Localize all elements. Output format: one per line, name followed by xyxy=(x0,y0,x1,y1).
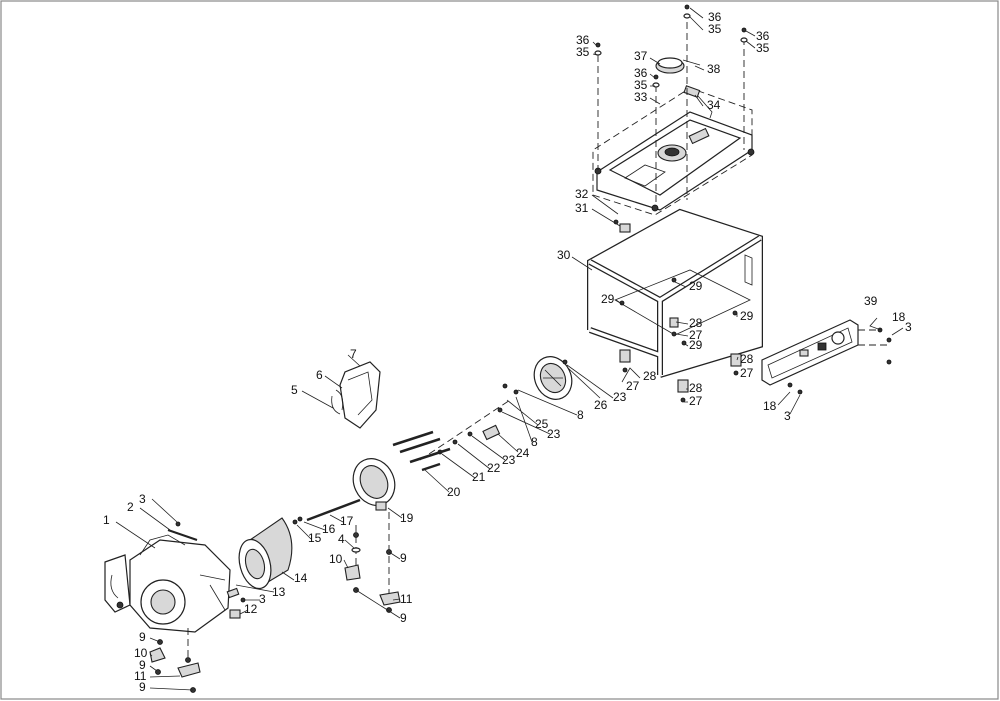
callout: 28 xyxy=(643,369,657,383)
callout: 10 xyxy=(329,552,343,566)
rotor xyxy=(238,516,303,590)
callout: 2 xyxy=(127,500,134,514)
callout: 6 xyxy=(316,368,323,382)
callout: 3 xyxy=(259,592,266,606)
end-cover xyxy=(533,356,573,400)
callout: 18 xyxy=(892,310,906,324)
callout: 7 xyxy=(350,347,357,361)
callout: 1 xyxy=(103,513,110,527)
fuel-gauge xyxy=(683,85,713,119)
callout: 29 xyxy=(601,292,615,306)
callout: 19 xyxy=(400,511,414,525)
callout: 29 xyxy=(740,309,754,323)
callout: 39 xyxy=(864,294,878,308)
callout: 23 xyxy=(502,453,516,467)
callout: 27 xyxy=(689,328,703,342)
callout: 9 xyxy=(139,680,146,694)
callout: 15 xyxy=(308,531,322,545)
callout: 9 xyxy=(400,611,407,625)
callout: 32 xyxy=(575,187,589,201)
callout: 12 xyxy=(244,602,258,616)
callout: 33 xyxy=(634,90,648,104)
callout: 31 xyxy=(575,201,589,215)
callout: 29 xyxy=(689,279,703,293)
callout: 21 xyxy=(472,470,486,484)
callout: 11 xyxy=(400,592,413,606)
callout: 38 xyxy=(707,62,721,76)
callout: 8 xyxy=(577,408,584,422)
callout: 34 xyxy=(707,98,721,112)
callout: 20 xyxy=(447,485,461,499)
callout: 26 xyxy=(594,398,608,412)
callout: 24 xyxy=(516,446,530,460)
callout: 36 xyxy=(708,10,722,24)
fan-cover xyxy=(331,361,381,429)
callout: 37 xyxy=(634,49,648,63)
callout: 25 xyxy=(535,417,549,431)
callout: 13 xyxy=(272,585,286,599)
callout: 9 xyxy=(139,658,146,672)
callout: 17 xyxy=(340,514,354,528)
callout: 29 xyxy=(689,338,703,352)
callout: 36 xyxy=(634,66,648,80)
strainer xyxy=(682,59,701,66)
fuel-tank xyxy=(592,87,755,216)
through-bolts xyxy=(392,430,451,472)
callout: 18 xyxy=(763,399,777,413)
fuel-cap xyxy=(655,57,685,74)
callout: 35 xyxy=(708,22,722,36)
callout: 23 xyxy=(613,390,627,404)
callout: 9 xyxy=(139,630,146,644)
engine xyxy=(104,521,231,633)
callout: 10 xyxy=(134,646,148,660)
callout: 36 xyxy=(756,29,770,43)
callout: 27 xyxy=(689,394,703,408)
callout: 4 xyxy=(338,532,345,546)
frame xyxy=(587,208,763,378)
callout: 27 xyxy=(626,379,640,393)
frame-mounts xyxy=(619,277,742,403)
callout: 28 xyxy=(689,316,703,330)
callout: 9 xyxy=(400,551,407,565)
leader-lines xyxy=(115,7,904,691)
stator-housing xyxy=(306,458,396,522)
callout: 28 xyxy=(689,381,703,395)
callout: 16 xyxy=(322,522,336,536)
callout: 3 xyxy=(139,492,146,506)
callout: 30 xyxy=(557,248,571,262)
brush-holder xyxy=(482,424,501,441)
callout: 22 xyxy=(487,461,501,475)
callout-labels: 36 35 36 35 36 35 37 38 36 35 33 34 32 3… xyxy=(103,10,912,694)
callout: 8 xyxy=(531,435,538,449)
callout: 35 xyxy=(634,78,648,92)
callout: 36 xyxy=(576,33,590,47)
callout: 23 xyxy=(547,427,561,441)
callout: 28 xyxy=(740,352,754,366)
callout: 35 xyxy=(756,41,770,55)
callout: 3 xyxy=(784,409,791,423)
callout: 35 xyxy=(576,45,590,59)
callout: 5 xyxy=(291,383,298,397)
callout: 11 xyxy=(134,669,147,683)
callout: 14 xyxy=(294,571,308,585)
callout: 27 xyxy=(740,366,754,380)
callout: 3 xyxy=(905,320,912,334)
